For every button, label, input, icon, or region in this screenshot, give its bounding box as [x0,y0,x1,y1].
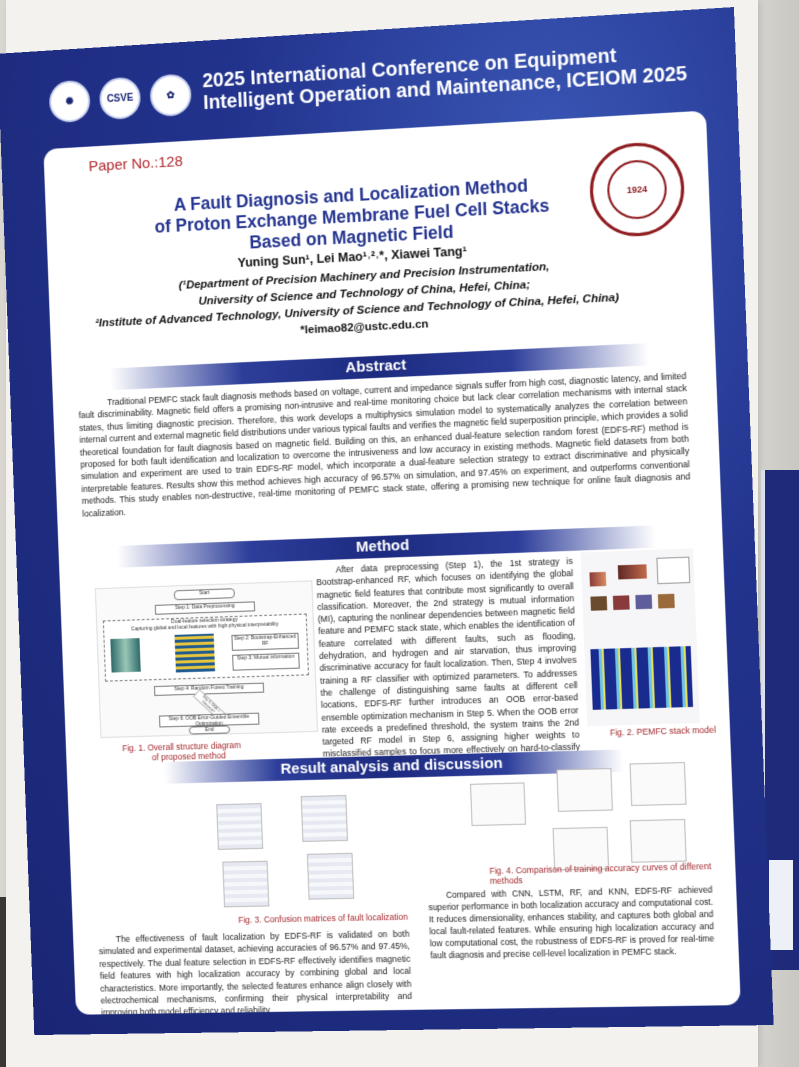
flow-dual-strategy: Dual-feature selection strategy Capturin… [103,614,309,682]
conference-logos: ✺ CSVE ✿ [49,73,192,123]
university-logo: 1924 [588,140,686,238]
results-right-text: Compared with CNN, LSTM, RF, and KNN, ED… [428,883,715,961]
confusion-matrix [216,803,263,850]
stack-model-part [658,594,675,609]
university-logo-year: 1924 [627,183,648,195]
conference-logo: ✺ [49,80,91,124]
figure-3-confusion-matrices [214,789,417,913]
stack-model-part [590,596,607,611]
flow-step3: Step 3: Mutual information [232,653,300,671]
flow-step1: Step 1: Data Preprocessing [155,601,255,614]
magnetic-field-maps [590,646,693,710]
accuracy-curve-plot [630,819,687,863]
content-panel: Paper No.:128 1924 A Fault Diagnosis and… [43,111,740,1015]
stack-image [110,638,140,673]
figure-2-stack-model [581,548,700,726]
figure-1-flowchart: Start Step 1: Data Preprocessing Dual-fe… [95,580,318,738]
method-text: After data preprocessing (Step 1), the 1… [316,555,581,773]
stack-model-part [635,595,652,610]
society-logo: ✿ [149,73,192,117]
stack-model-part [618,564,647,579]
figure-2-caption: Fig. 2. PEMFC stack model [610,725,716,738]
flow-step4: Step 4: Random Forest Training [154,683,264,696]
figure-4-accuracy-curves [469,752,698,879]
results-left-text: The effectiveness of fault localization … [98,928,412,1015]
figure-3-caption: Fig. 3. Confusion matrices of fault loca… [238,912,408,925]
poster: ✺ CSVE ✿ 2025 International Conference o… [0,7,774,1035]
paper-number: Paper No.:128 [88,153,183,175]
figure-4-caption: Fig. 4. Comparison of training accuracy … [489,861,736,886]
university-logo-center: 1924 [606,159,668,221]
stack-model-part [613,595,630,610]
poster-wrap: ✺ CSVE ✿ 2025 International Conference o… [0,7,774,1035]
accuracy-curve-plot [630,762,687,806]
flow-start: Start [174,588,235,600]
flow-end: End [189,725,230,734]
flow-step2: Step 2: Bootstrap-Enhanced RF [231,633,299,651]
neighbor-poster-panel [769,860,793,950]
confusion-matrix [222,861,269,908]
csve-logo: CSVE [99,76,141,120]
abstract-text: Traditional PEMFC stack fault diagnosis … [78,370,691,520]
confusion-matrix [307,853,354,900]
stack-model-part [589,572,606,587]
accuracy-curve-plot [556,768,613,812]
stack-model-plot [656,557,690,585]
conference-title: 2025 International Conference on Equipme… [202,39,716,114]
accuracy-curve-plot [470,782,526,826]
magnetic-field-image [175,634,216,673]
confusion-matrix [301,795,348,842]
